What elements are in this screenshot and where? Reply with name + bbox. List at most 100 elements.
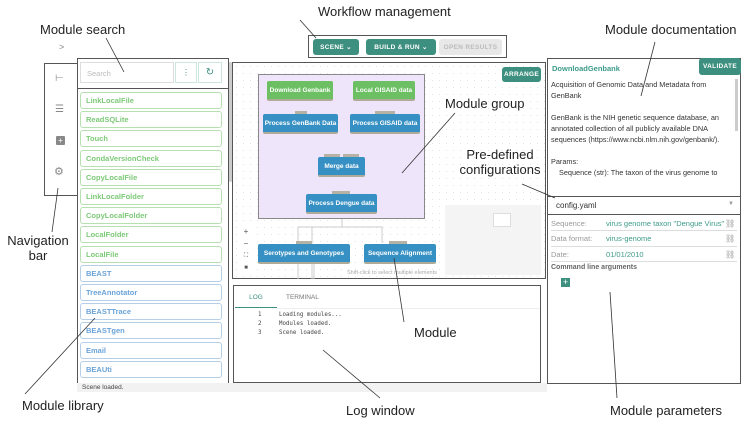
divider	[78, 88, 228, 89]
arrange-button[interactable]: ARRANGE	[502, 67, 541, 82]
line-number: 3	[258, 330, 262, 336]
refresh-icon[interactable]: ↻	[198, 62, 222, 83]
library-scrollbar[interactable]	[229, 62, 232, 182]
line-number: 2	[258, 321, 262, 327]
more-options-icon[interactable]: ⋮	[175, 62, 197, 83]
parameter-row: Sequence:virus genome taxon "Dengue Viru…	[551, 216, 737, 231]
module-item[interactable]: LocalFolder	[80, 226, 222, 244]
parameter-value[interactable]: virus genome taxon "Dengue Virus"	[606, 218, 725, 228]
doc-text: Acquisition of Genomic Data and Metadata…	[551, 79, 731, 195]
annotation-library: Module library	[22, 398, 104, 413]
module-item[interactable]: Email	[80, 341, 222, 359]
module-local-gisaid[interactable]: Local GISAID data	[353, 81, 415, 101]
log-line: 1 Loading modules...	[258, 312, 342, 318]
add-argument-button[interactable]: +	[561, 277, 570, 287]
zoom-out-icon[interactable]: −	[243, 239, 249, 248]
annotation-module: Module	[414, 325, 457, 340]
module-process-genbank[interactable]: Process GenBank Data	[263, 111, 338, 134]
gear-icon[interactable]: ⚙	[54, 166, 64, 178]
module-item[interactable]: ReadSQLite	[80, 111, 222, 129]
line-number: 1	[258, 312, 262, 318]
parameter-label: Data format:	[551, 234, 593, 243]
status-bar: Scene loaded.	[77, 383, 547, 392]
module-item[interactable]: LocalFile	[80, 245, 222, 263]
doc-paragraph: GenBank is the NIH genetic sequence data…	[551, 113, 720, 144]
link-icon[interactable]: ⛓	[725, 249, 736, 259]
log-line: 2 Modules loaded.	[258, 321, 331, 327]
link-icon[interactable]: ⛓	[725, 234, 736, 243]
log-window	[233, 285, 541, 383]
parameter-row: Data format: virus-genome ⛓	[551, 232, 737, 247]
module-item[interactable]: CondaVersionCheck	[80, 149, 222, 167]
node-label: Serotypes and Genotypes	[263, 249, 345, 257]
module-documentation-panel	[547, 58, 741, 384]
workflow-toolbar	[308, 35, 507, 58]
module-item[interactable]: Touch	[80, 130, 222, 148]
doc-paragraph: Params:	[551, 157, 579, 166]
line-text: Scene loaded.	[278, 330, 325, 336]
module-item[interactable]: BEASTTrace	[80, 303, 222, 321]
module-download-genbank[interactable]: Download Genbank	[267, 81, 333, 101]
module-item[interactable]: BEASTgen	[80, 322, 222, 340]
divider	[277, 308, 540, 309]
fit-view-icon[interactable]: ⛶	[243, 253, 249, 259]
parameter-label: Date:	[551, 249, 569, 259]
annotation-params: Module parameters	[610, 403, 722, 418]
link-icon[interactable]: ⛓	[725, 218, 736, 228]
tab-log[interactable]: LOG	[235, 294, 277, 308]
tree-icon[interactable]: ⊢	[55, 73, 64, 84]
node-label: Merge data	[324, 162, 359, 170]
module-process-dengue[interactable]: Process Dengue data	[306, 191, 377, 214]
module-sequence-alignment[interactable]: Sequence Alignment	[364, 241, 436, 264]
list-icon[interactable]: ☰	[55, 104, 64, 115]
zoom-in-icon[interactable]: +	[243, 227, 249, 236]
annotation-group: Module group	[445, 96, 525, 111]
annotation-search: Module search	[40, 22, 126, 37]
open-results-button[interactable]: OPEN RESULTS	[439, 39, 502, 55]
annotation-docs: Module documentation	[605, 22, 737, 37]
annotation-nav: Navigation bar	[7, 233, 69, 263]
scene-button[interactable]: SCENE ⌄	[313, 39, 359, 55]
node-label: Sequence Alignment	[367, 249, 433, 257]
dropdown-arrow-icon: ▼	[728, 201, 734, 207]
annotation-log: Log window	[346, 403, 415, 418]
module-merge-data[interactable]: Merge data	[318, 154, 365, 177]
search-input[interactable]: Search	[80, 62, 174, 83]
module-item[interactable]: TreeAnnotator	[80, 284, 222, 301]
expand-chevron-icon[interactable]: >	[59, 42, 65, 52]
annotation-configs: Pre-defined configurations	[459, 147, 541, 177]
node-label: Process GenBank Data	[264, 119, 337, 127]
module-item[interactable]: CopyLocalFolder	[80, 207, 222, 225]
parameter-value[interactable]: virus-genome	[606, 234, 652, 243]
tab-terminal[interactable]: TERMINAL	[286, 294, 319, 301]
config-selected: config.yaml	[556, 201, 597, 210]
parameter-value[interactable]: 01/01/2010	[606, 249, 644, 259]
doc-scrollbar[interactable]	[735, 79, 738, 131]
module-item[interactable]: LinkLocalFolder	[80, 188, 222, 205]
zoom-controls: + − ⛶ ■	[240, 226, 252, 274]
module-serotypes-genotypes[interactable]: Serotypes and Genotypes	[258, 241, 350, 264]
link-icon: ↔	[326, 77, 331, 83]
node-label: Process GISAID data	[352, 119, 418, 127]
minimap[interactable]	[445, 205, 541, 275]
config-dropdown[interactable]: config.yaml ▼	[547, 196, 741, 215]
line-text: Modules loaded.	[278, 321, 332, 327]
module-item[interactable]: LinkLocalFile	[80, 92, 222, 109]
node-label: Process Dengue data	[308, 199, 375, 207]
doc-title: DownloadGenbank	[552, 64, 620, 73]
line-text: Loading modules...	[278, 312, 342, 318]
build-run-button[interactable]: BUILD & RUN ⌄	[366, 39, 436, 55]
lock-icon[interactable]: ■	[244, 265, 248, 271]
module-item[interactable]: BEAUti	[80, 360, 222, 378]
navigation-bar: ⊢ ☰ + ⚙	[44, 63, 78, 196]
parameter-row: Date: 01/01/2010 ⛓	[551, 247, 737, 262]
build-run-label: BUILD & RUN	[374, 43, 420, 51]
doc-paragraph: Sequence (str): The taxon of the virus g…	[559, 168, 718, 177]
add-box-icon[interactable]: +	[56, 136, 65, 145]
module-item[interactable]: BEAST	[80, 264, 222, 282]
module-process-gisaid[interactable]: Process GISAID data	[350, 111, 420, 134]
module-item[interactable]: CopyLocalFile	[80, 168, 222, 186]
validate-button[interactable]: VALIDATE	[699, 58, 741, 75]
annotation-workflow: Workflow management	[318, 4, 451, 19]
